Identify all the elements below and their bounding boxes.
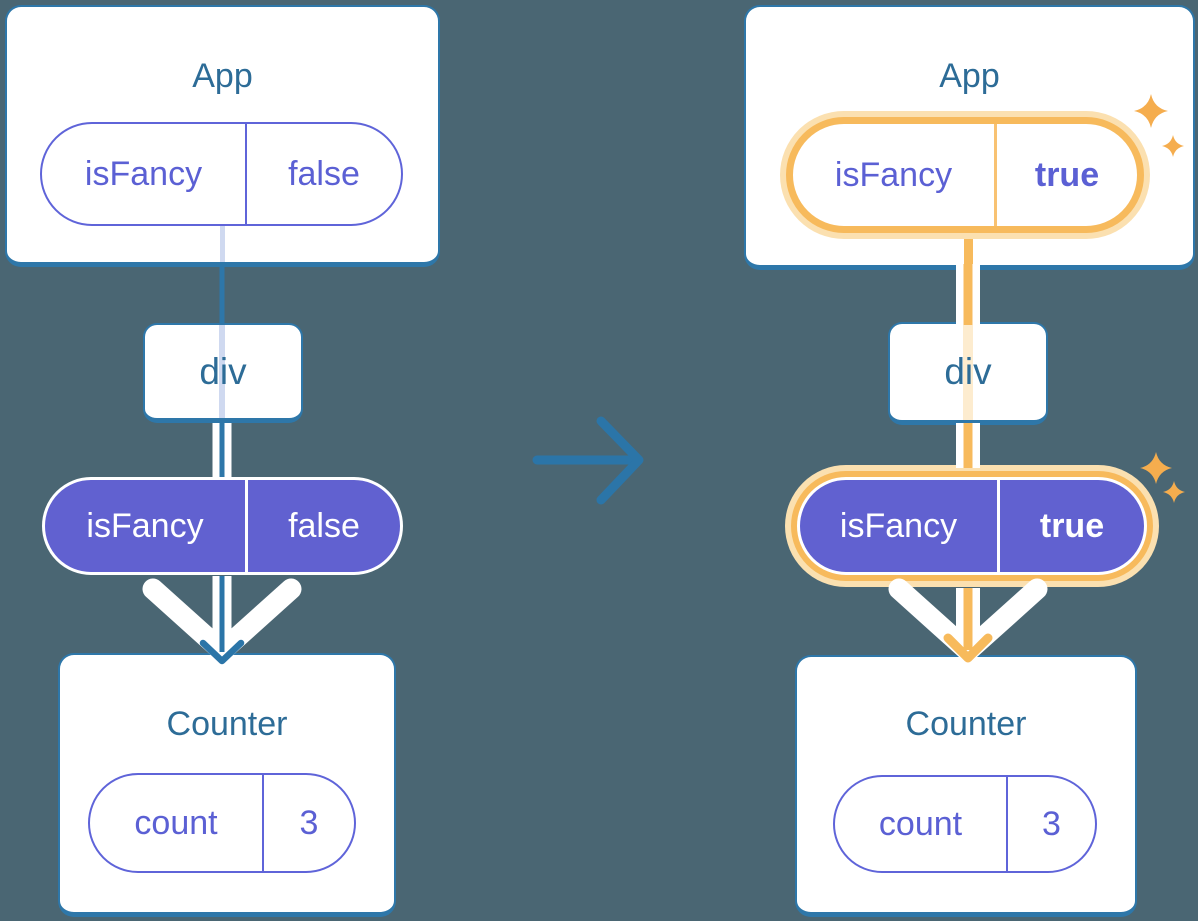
right-app-title: App: [939, 57, 1000, 95]
left-div-inner-stripe: [219, 325, 225, 418]
prop-key: isFancy: [800, 480, 1000, 572]
left-app-state-pill: isFancy false: [40, 122, 403, 226]
prop-value: false: [288, 507, 360, 545]
sparkle-icon: [1140, 452, 1172, 484]
left-app-title: App: [192, 57, 253, 95]
right-prop-pill-highlighted: isFancy true: [797, 477, 1147, 575]
state-value: true: [1034, 156, 1100, 194]
left-div-card: div: [143, 323, 303, 423]
state-key: isFancy: [793, 124, 997, 226]
state-key: count: [90, 775, 264, 871]
right-div-inner-stripe: [963, 324, 973, 420]
right-app-card: App isFancy true: [744, 5, 1195, 270]
left-div-label: div: [199, 350, 247, 392]
right-app-state-pill-highlighted: isFancy true: [786, 117, 1144, 233]
right-counter-card: Counter count 3: [795, 655, 1137, 917]
left-prop-pill: isFancy false: [42, 477, 403, 575]
left-counter-state-pill: count 3: [88, 773, 356, 873]
left-counter-card: Counter count 3: [58, 653, 396, 917]
right-div-label: div: [944, 351, 992, 392]
left-app-card: App isFancy false: [5, 5, 440, 267]
left-app-inner-stripe: [220, 226, 225, 262]
right-white-chevron-arrow: [888, 578, 1048, 662]
prop-value: true: [1039, 507, 1105, 545]
state-value: false: [288, 155, 360, 193]
right-app-inner-stripe: [964, 233, 973, 265]
state-value: 3: [1042, 805, 1061, 843]
right-counter-title: Counter: [905, 705, 1027, 743]
transition-arrow-icon: [532, 416, 644, 505]
state-value: 3: [299, 804, 319, 842]
state-key: isFancy: [42, 124, 247, 224]
right-div-card: div: [888, 322, 1048, 425]
state-key: count: [835, 777, 1008, 871]
prop-key: isFancy: [45, 480, 248, 572]
left-white-chevron-arrow: [142, 578, 302, 662]
right-counter-state-pill: count 3: [833, 775, 1097, 873]
left-counter-title: Counter: [166, 705, 288, 743]
sparkle-icon: [1163, 481, 1185, 503]
